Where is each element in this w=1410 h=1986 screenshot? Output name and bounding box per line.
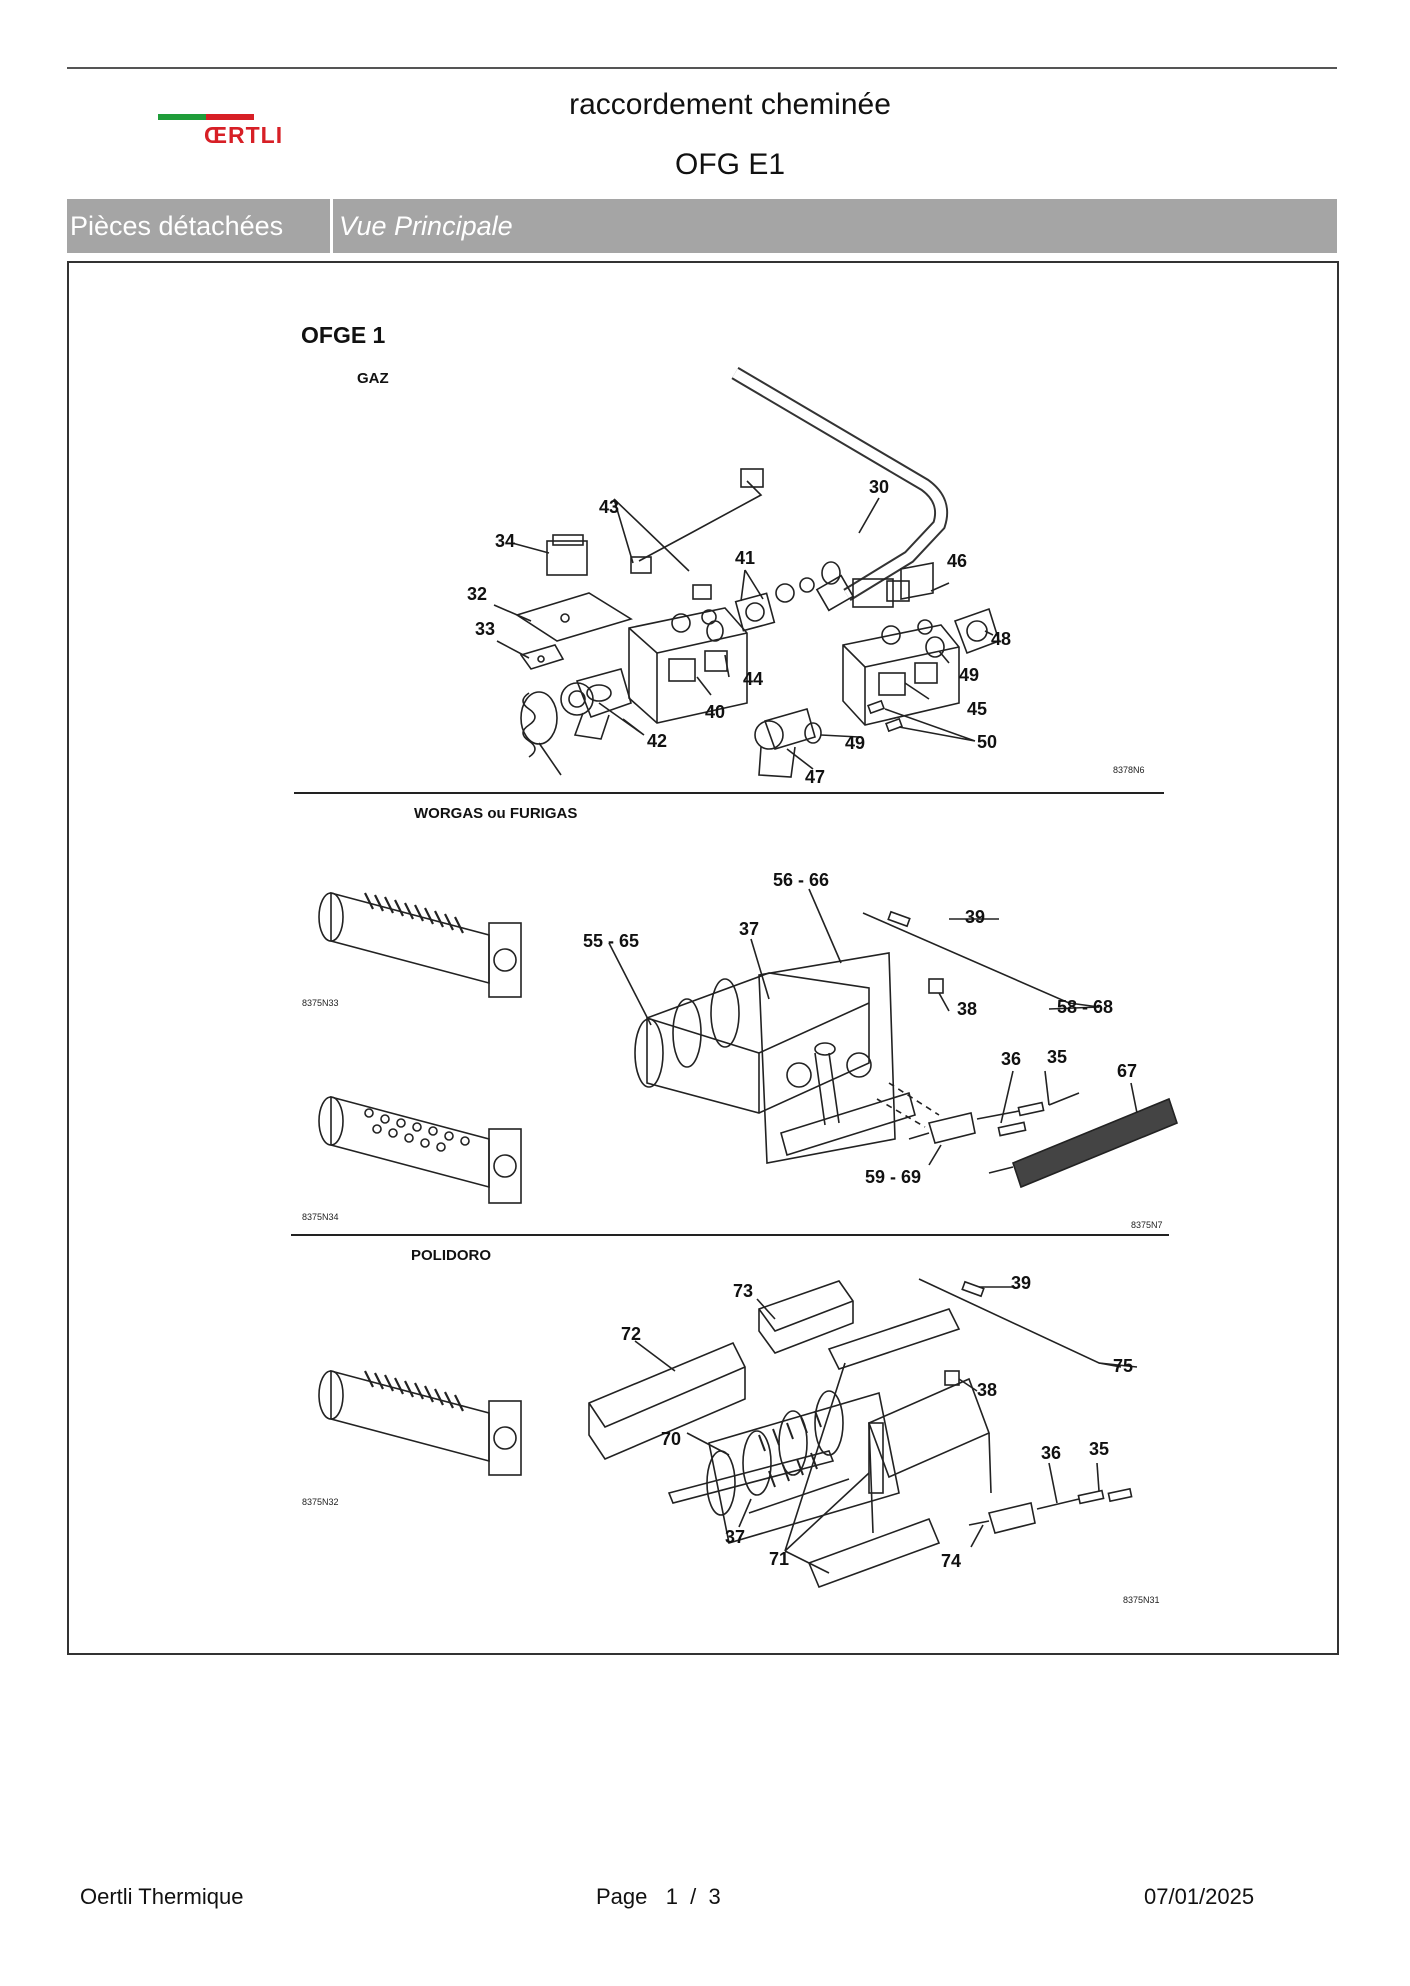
part-label: 73 <box>733 1281 753 1301</box>
part-label: 67 <box>1117 1061 1137 1081</box>
parts-diagram: OFGE 1 GAZ WORGAS ou FURIGAS POLIDORO 83… <box>291 322 1178 1605</box>
section-band: Pièces détachées Vue Principale <box>67 199 1337 253</box>
part-label: 58 - 68 <box>1057 997 1113 1017</box>
part-label: 33 <box>475 619 495 639</box>
part-label: 34 <box>495 531 515 551</box>
part-label: 39 <box>1011 1273 1031 1293</box>
part-label: 36 <box>1001 1049 1021 1069</box>
part-label: 46 <box>947 551 967 571</box>
section-heading-polidoro: POLIDORO <box>411 1247 491 1264</box>
ref-code: 8375N32 <box>302 1497 339 1507</box>
logo-text: ŒRTLI <box>204 122 284 148</box>
part-label: 40 <box>705 702 725 722</box>
part-label: 35 <box>1047 1047 1067 1067</box>
part-label: 37 <box>739 919 759 939</box>
section-heading-worgas: WORGAS ou FURIGAS <box>414 805 577 822</box>
part-label: 72 <box>621 1324 641 1344</box>
part-label: 48 <box>991 629 1011 649</box>
document-title: raccordement cheminée <box>569 88 891 121</box>
part-label: 30 <box>869 477 889 497</box>
part-label: 49 <box>845 733 865 753</box>
part-label: 38 <box>957 999 977 1019</box>
top-rule <box>67 67 1337 69</box>
part-label: 39 <box>965 907 985 927</box>
part-label: 36 <box>1041 1443 1061 1463</box>
footer-date: 07/01/2025 <box>1144 1884 1255 1909</box>
part-label: 35 <box>1089 1439 1109 1459</box>
band-parts-label: Pièces détachées <box>67 199 333 253</box>
footer-company: Oertli Thermique <box>80 1884 244 1909</box>
logo-red-bar <box>206 114 254 120</box>
part-label: 50 <box>977 732 997 752</box>
band-view-label: Vue Principale <box>339 211 513 241</box>
diagram-frame: OFGE 1 GAZ WORGAS ou FURIGAS POLIDORO 83… <box>67 261 1339 1655</box>
part-label: 75 <box>1113 1356 1133 1376</box>
part-label: 59 - 69 <box>865 1167 921 1187</box>
part-label: 43 <box>599 497 619 517</box>
drawing-title: OFGE 1 <box>301 322 386 348</box>
part-label: 55 - 65 <box>583 931 639 951</box>
part-label: 42 <box>647 731 667 751</box>
part-label: 49 <box>959 665 979 685</box>
part-label: 41 <box>735 548 755 568</box>
section-heading-gaz: GAZ <box>357 370 389 387</box>
part-label: 56 - 66 <box>773 870 829 890</box>
oertli-logo: ŒRTLI <box>158 114 308 150</box>
ref-code: 8375N31 <box>1123 1595 1160 1605</box>
part-label: 71 <box>769 1549 789 1569</box>
ref-code: 8375N34 <box>302 1212 339 1222</box>
part-label: 70 <box>661 1429 681 1449</box>
ref-code: 8375N7 <box>1131 1220 1163 1230</box>
part-label: 32 <box>467 584 487 604</box>
part-label: 44 <box>743 669 763 689</box>
logo-green-bar <box>158 114 206 120</box>
part-label: 47 <box>805 767 825 787</box>
part-label: 45 <box>967 699 987 719</box>
part-label: 37 <box>725 1527 745 1547</box>
footer-page: Page 1 / 3 <box>596 1884 721 1909</box>
ref-code: 8375N33 <box>302 998 339 1008</box>
model-title: OFG E1 <box>674 148 786 181</box>
part-label: 74 <box>941 1551 961 1571</box>
ref-code: 8378N6 <box>1113 765 1145 775</box>
part-label: 38 <box>977 1380 997 1400</box>
